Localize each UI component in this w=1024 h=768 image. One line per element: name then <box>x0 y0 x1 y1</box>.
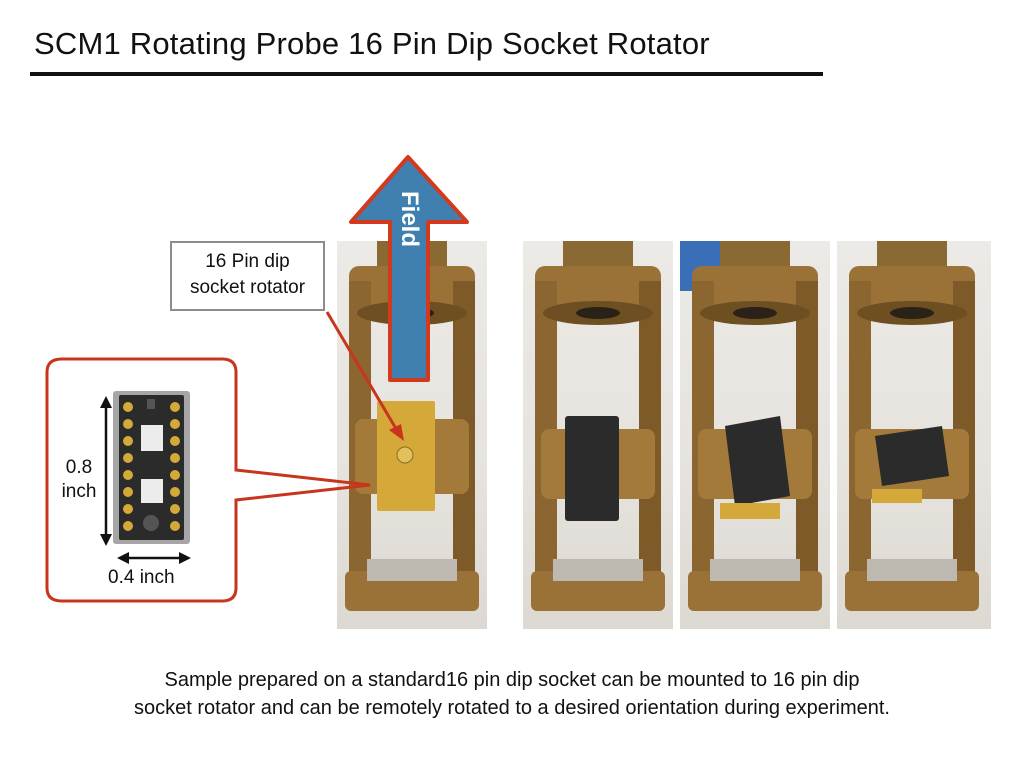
dip-socket-closeup-drawing <box>119 395 184 540</box>
height-label: 0.8 inch <box>60 456 98 504</box>
slide-caption: Sample prepared on a standard16 pin dip … <box>0 666 1024 722</box>
slide-title: SCM1 Rotating Probe 16 Pin Dip Socket Ro… <box>34 26 710 61</box>
rotator-callout: 16 Pin dip socket rotator <box>170 241 325 311</box>
probe-photo-socket-rotated-drawing <box>845 241 979 611</box>
dip-socket-closeup <box>113 391 190 544</box>
rotator-callout-line1: 16 Pin dip <box>205 251 290 272</box>
title-underline <box>30 72 823 76</box>
probe-photo-socket-front <box>523 241 673 629</box>
height-arrow-bottom <box>100 534 112 546</box>
probe-photo-rotator-drawing <box>345 241 479 611</box>
probe-photo-socket-front-drawing <box>531 241 665 611</box>
caption-line1: Sample prepared on a standard16 pin dip … <box>164 669 860 691</box>
width-label: 0.4 inch <box>108 567 175 588</box>
probe-photo-socket-tilted-drawing <box>680 241 822 611</box>
probe-photo-socket-tilted <box>680 241 830 629</box>
width-arrow-left <box>117 552 129 564</box>
width-arrow-right <box>179 552 191 564</box>
height-arrow-top <box>100 396 112 408</box>
caption-line2: socket rotator and can be remotely rotat… <box>134 697 890 719</box>
field-arrow-label: Field <box>396 191 423 247</box>
rotator-callout-line2: socket rotator <box>189 277 306 298</box>
height-label-unit: inch <box>61 481 97 502</box>
height-label-value: 0.8 <box>65 457 93 478</box>
probe-photo-rotator <box>337 241 487 629</box>
probe-photo-socket-rotated <box>837 241 991 629</box>
